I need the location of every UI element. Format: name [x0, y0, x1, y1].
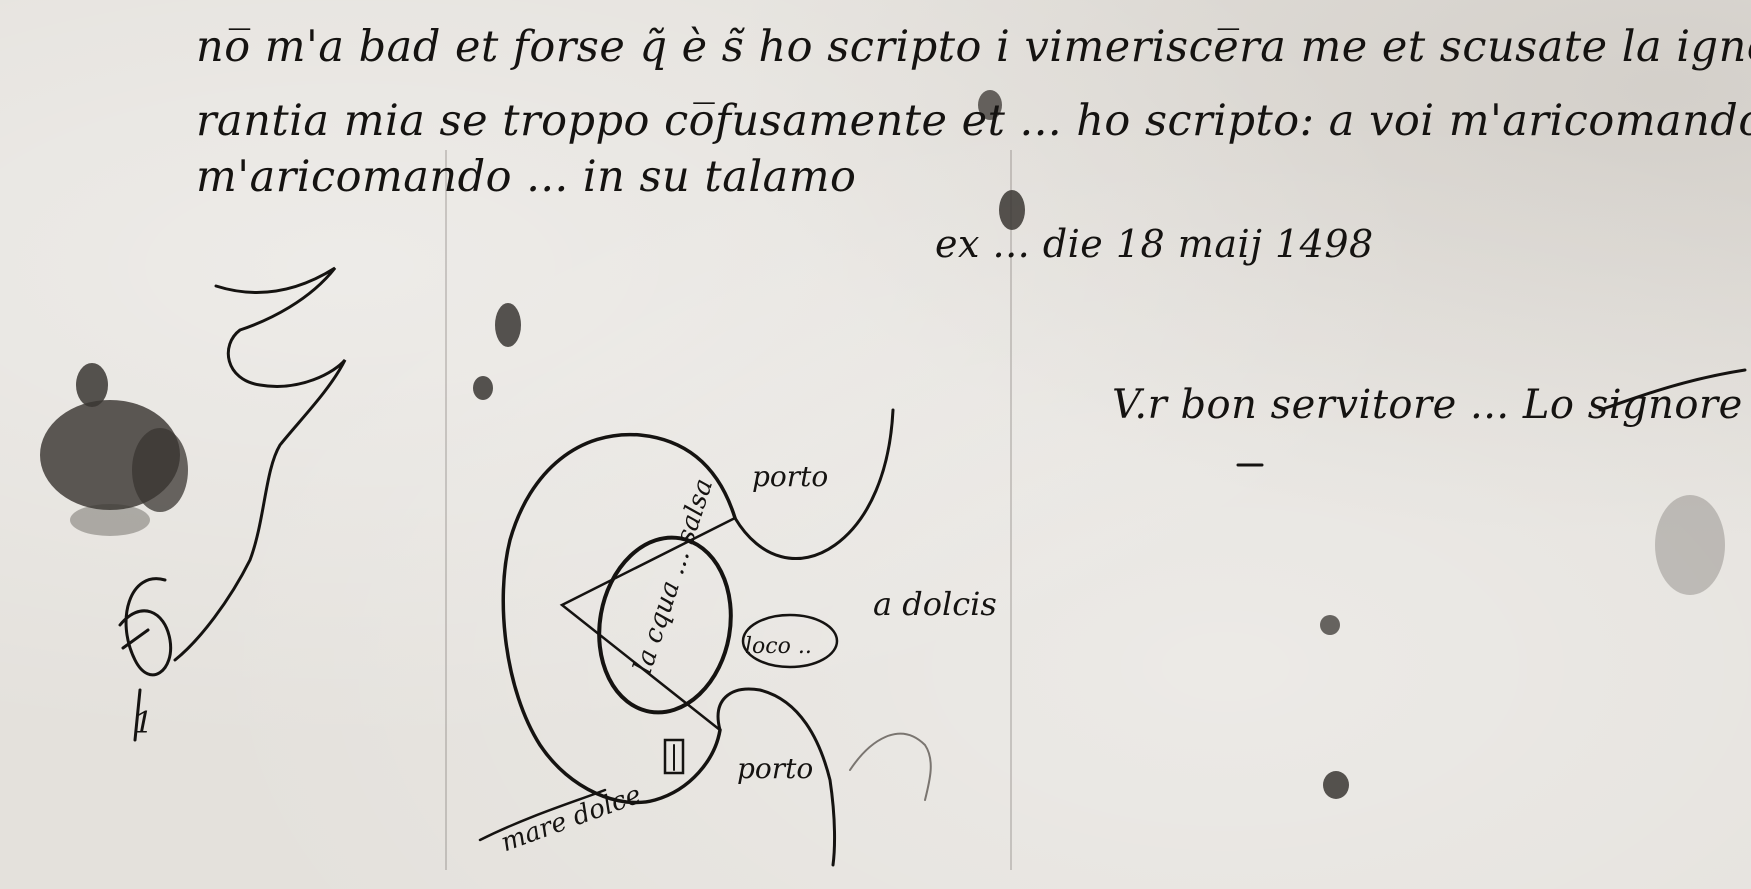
ink-blot — [1320, 615, 1340, 635]
letter-line-3: m'aricomando ... in su talamo — [196, 152, 857, 202]
ink-stains — [40, 90, 1725, 799]
ink-blot — [70, 504, 150, 536]
margin-marker: 1 — [134, 706, 154, 741]
letter-line-1: no̅ m'a bad et forse q̃ è s̃ ho scripto … — [196, 22, 1751, 72]
signature: V.r bon servitore ... Lo signore — [1112, 382, 1743, 428]
ink-blot — [1655, 495, 1725, 595]
ink-blot — [978, 90, 1002, 120]
ink-blot — [473, 376, 493, 400]
outlet-stroke — [478, 788, 607, 842]
lagoon-oval — [597, 535, 733, 715]
map-label-dolcis: a dolcis — [873, 585, 997, 623]
ink-blot — [132, 428, 188, 512]
margin-flourish — [118, 266, 347, 742]
letter-line-2: rantia mia se troppo co̅fusamente et ...… — [196, 96, 1751, 146]
signature-flourish — [1236, 368, 1747, 467]
map-label-loco: loco .. — [745, 634, 812, 659]
ink-blot — [999, 190, 1025, 230]
coastline-outer — [501, 432, 737, 805]
tower-symbol — [663, 738, 685, 775]
date-line: ex ... die 18 maij 1498 — [935, 222, 1374, 266]
ink-blot — [76, 363, 108, 407]
sketch-map — [478, 408, 932, 867]
ink-blot — [1323, 771, 1349, 799]
harbor-upper — [733, 408, 895, 560]
loco-enclosure — [741, 613, 839, 669]
map-label-porto-lower: porto — [737, 752, 814, 785]
ink-blot — [495, 303, 521, 347]
fold-line — [1010, 150, 1012, 870]
map-label-porto-upper: porto — [752, 460, 829, 493]
fold-line — [445, 150, 447, 870]
lagoon-triangle — [559, 516, 737, 732]
faint-rivulet — [849, 732, 932, 801]
harbor-lower — [716, 687, 837, 867]
